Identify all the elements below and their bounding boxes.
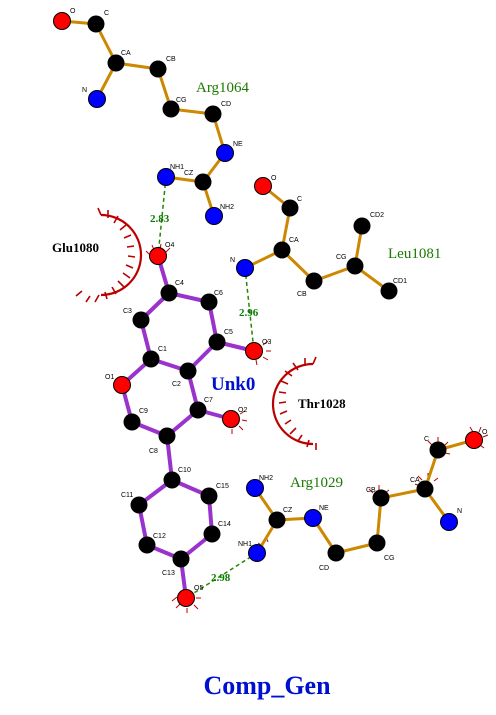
svg-text:CD2: CD2 [370,212,384,219]
svg-text:C4: C4 [175,280,184,287]
svg-text:NE: NE [319,505,329,512]
svg-text:NE: NE [233,141,243,148]
atom-labels-leu1081: O C CA N CB CG CD2 CD1 [230,175,407,298]
ligand-contact-marks [145,243,489,613]
svg-text:C: C [297,196,302,203]
svg-text:CG: CG [384,555,395,562]
ligand-name: Unk0 [211,374,255,395]
residue-label-leu1081: Leu1081 [388,246,441,262]
svg-text:CG: CG [336,254,347,261]
hbond-1 [157,176,167,257]
atom-labels-ligand: O4 C4 C3 C6 C5 O3 C1 C2 O1 C9 C7 O2 C8 C… [105,242,271,592]
svg-text:CG: CG [176,97,187,104]
hydrogen-bonds [157,176,258,599]
svg-text:NH2: NH2 [259,475,273,482]
atoms-leu1081 [236,177,398,300]
svg-text:C6: C6 [214,290,223,297]
svg-text:C11: C11 [121,492,133,499]
svg-text:O: O [70,8,76,15]
hbond-distance-1: 2.83 [150,213,170,225]
hydrophobic-label-glu1080: Glu1080 [52,240,99,255]
svg-text:N: N [82,87,87,94]
svg-text:CD: CD [319,565,329,572]
svg-text:O3: O3 [262,339,271,346]
residue-label-arg1029: Arg1029 [290,475,343,491]
atom-labels-arg1064: O C CA CB N CG CD NE NH1 CZ NH2 [70,8,243,211]
svg-text:CA: CA [410,477,420,484]
svg-text:CB: CB [297,291,307,298]
svg-text:C13: C13 [162,570,175,577]
residue-label-arg1064: Arg1064 [196,80,250,96]
hbond-distance-2: 2.96 [239,307,259,319]
svg-text:CA: CA [289,237,299,244]
svg-text:O: O [271,175,277,182]
svg-text:NH1: NH1 [238,541,252,548]
svg-text:NH1: NH1 [170,164,184,171]
svg-text:C12: C12 [153,533,166,540]
page-title: Comp_Gen [203,671,331,700]
atoms-ligand [113,247,263,607]
svg-text:CA: CA [121,50,131,57]
atom-labels-arg1029: NH2 CZ NE NH1 CD CG CB CA C O N [238,429,488,572]
svg-text:O1: O1 [105,374,114,381]
svg-text:CZ: CZ [283,507,293,514]
atoms-arg1029 [246,431,483,562]
svg-text:CD1: CD1 [393,278,407,285]
svg-text:O: O [482,429,488,436]
hydrophobic-arc-thr1028 [271,356,317,450]
svg-text:CZ: CZ [184,170,194,177]
svg-text:C7: C7 [204,397,213,404]
atoms-arg1064 [53,12,234,225]
svg-text:C8: C8 [149,448,158,455]
svg-text:C: C [424,436,429,443]
svg-text:C1: C1 [158,346,167,353]
svg-text:O2: O2 [238,407,247,414]
svg-text:C5: C5 [224,329,233,336]
svg-text:C10: C10 [178,467,191,474]
hbond-3 [185,552,258,599]
svg-text:CB: CB [366,487,376,494]
hydrophobic-arc-glu1080 [75,207,143,303]
svg-text:C14: C14 [218,521,231,528]
svg-text:C2: C2 [172,381,181,388]
svg-text:C3: C3 [123,308,132,315]
svg-text:CB: CB [166,56,176,63]
svg-text:NH2: NH2 [220,204,234,211]
hbond-distance-3: 2.98 [211,572,231,584]
hydrophobic-label-thr1028: Thr1028 [298,396,346,411]
svg-text:CD: CD [221,101,231,108]
svg-text:N: N [457,508,462,515]
svg-text:N: N [230,257,235,264]
svg-text:C9: C9 [139,408,148,415]
svg-text:O5: O5 [194,585,203,592]
svg-text:C15: C15 [216,483,229,490]
svg-text:C: C [104,10,109,17]
svg-text:O4: O4 [165,242,174,249]
